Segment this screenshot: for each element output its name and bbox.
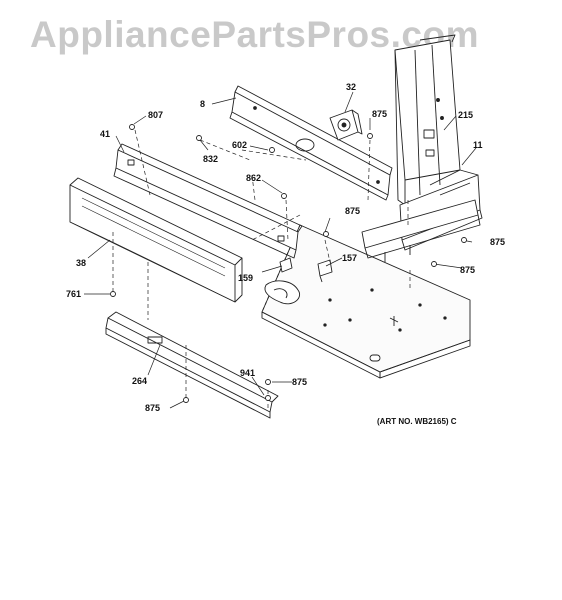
label-38: 38 bbox=[76, 258, 86, 268]
front-control-panel bbox=[69, 177, 243, 303]
lower-rail bbox=[105, 311, 279, 419]
label-215: 215 bbox=[458, 110, 473, 120]
label-32: 32 bbox=[346, 82, 356, 92]
part-labels: 8 32 875 215 807 41 602 832 11 862 875 8… bbox=[66, 82, 505, 426]
control-frame bbox=[113, 143, 303, 259]
label-11: 11 bbox=[473, 140, 483, 150]
label-875-bottom-right: 875 bbox=[292, 377, 307, 387]
label-875-middle: 875 bbox=[345, 206, 360, 216]
base-plate bbox=[261, 224, 471, 379]
label-941: 941 bbox=[240, 368, 255, 378]
label-157: 157 bbox=[342, 253, 357, 263]
screws bbox=[110, 124, 467, 403]
label-832: 832 bbox=[203, 154, 218, 164]
back-panel bbox=[229, 85, 393, 201]
assembly-lines bbox=[112, 129, 411, 410]
art-number: (ART NO. WB2165) C bbox=[377, 417, 457, 426]
label-875-right-lower: 875 bbox=[460, 265, 475, 275]
label-8: 8 bbox=[200, 99, 205, 109]
label-875-right-upper: 875 bbox=[490, 237, 505, 247]
label-875-top: 875 bbox=[372, 109, 387, 119]
right-rail bbox=[361, 199, 481, 262]
label-602: 602 bbox=[232, 140, 247, 150]
label-807: 807 bbox=[148, 110, 163, 120]
small-switches bbox=[279, 257, 333, 283]
label-41: 41 bbox=[100, 129, 110, 139]
label-159: 159 bbox=[238, 273, 253, 283]
label-862: 862 bbox=[246, 173, 261, 183]
vertical-column bbox=[394, 34, 461, 206]
wire-bundle bbox=[264, 280, 300, 305]
fan-motor bbox=[329, 109, 363, 141]
label-761: 761 bbox=[66, 289, 81, 299]
label-875-bottom-left: 875 bbox=[145, 403, 160, 413]
label-264: 264 bbox=[132, 376, 147, 386]
